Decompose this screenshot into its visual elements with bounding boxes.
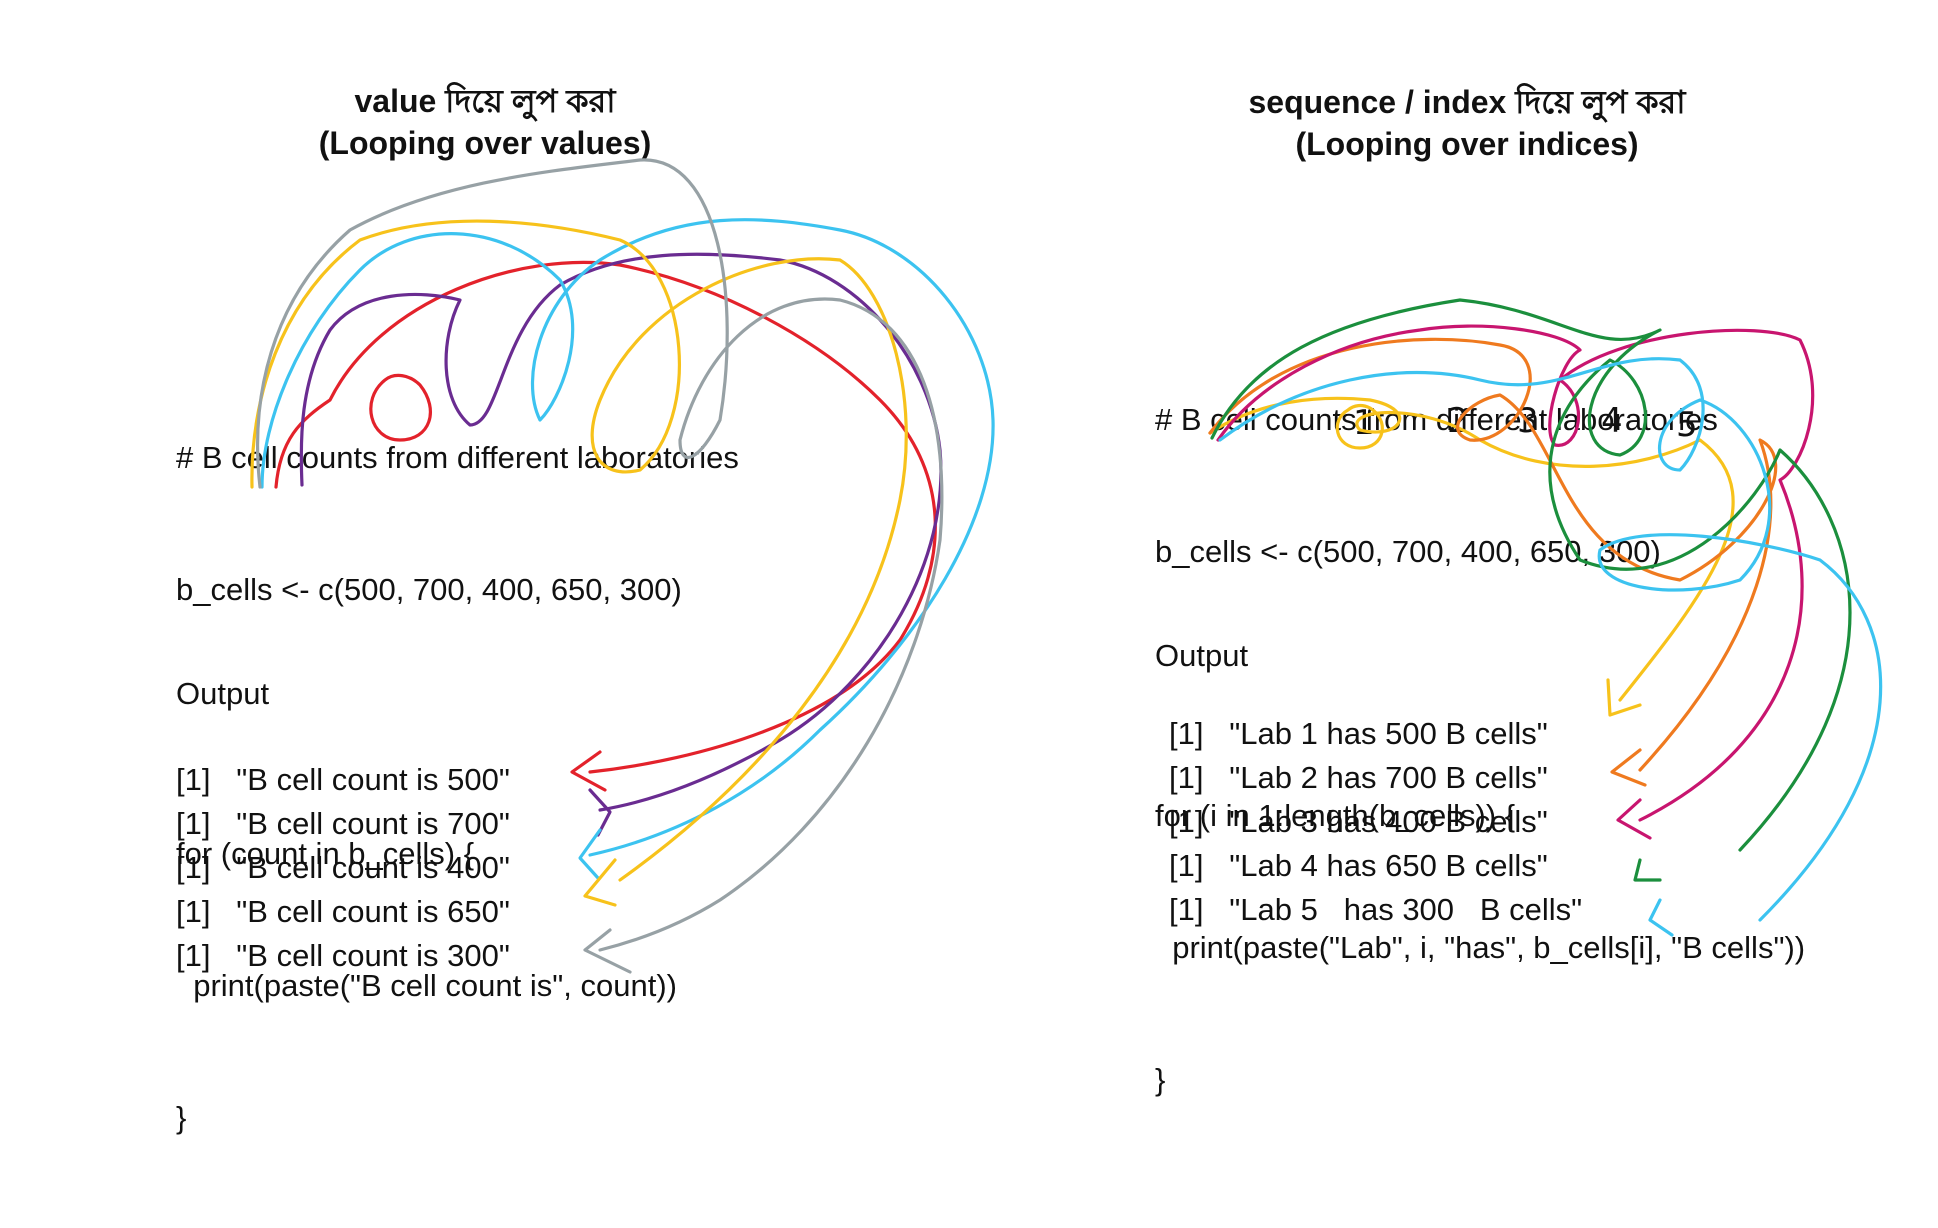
index-digit-1: 1 (1353, 403, 1375, 443)
right-output-line: [1] "Lab 5 has 300 B cells" (1169, 892, 1583, 927)
left-code-assign: b_cells <- c(500, 700, 400, 650, 300) (176, 572, 682, 607)
left-code-close: } (176, 1100, 187, 1135)
left-output-line: [1] "B cell count is 300" (176, 938, 510, 973)
right-code-print: print(paste("Lab", i, "has", b_cells[i],… (1155, 930, 1806, 965)
panel-looping-over-values: value দিয়ে লুপ করা (Looping over values… (0, 0, 969, 1135)
index-digit-2: 2 (1447, 401, 1469, 441)
right-code-blank (1155, 662, 1805, 706)
left-output-line: [1] "B cell count is 400" (176, 850, 510, 885)
right-title: sequence / index দিয়ে লুপ করা (Looping … (1212, 81, 1722, 165)
right-output-line: [1] "Lab 4 has 650 B cells" (1169, 848, 1548, 883)
panel-looping-over-indices: sequence / index দিয়ে লুপ করা (Looping … (969, 0, 1938, 1097)
right-code-comment: # B cell counts from different laborator… (1155, 402, 1718, 437)
left-title-line2: (Looping over values) (318, 125, 652, 161)
left-title-line1: value দিয়ে লুপ করা (354, 83, 616, 119)
left-output-line: [1] "B cell count is 650" (176, 894, 510, 929)
right-code-assign: b_cells <- c(500, 700, 400, 650, 300) (1155, 534, 1661, 569)
right-output-line: [1] "Lab 2 has 700 B cells" (1169, 760, 1548, 795)
right-code-close: } (1155, 1062, 1166, 1097)
index-digit-4: 4 (1601, 401, 1623, 441)
index-digit-3: 3 (1517, 401, 1539, 441)
right-title-line1: sequence / index দিয়ে লুপ করা (1248, 84, 1686, 120)
left-code-print: print(paste("B cell count is", count)) (176, 968, 677, 1003)
right-output-line: [1] "Lab 1 has 500 B cells" (1169, 716, 1548, 751)
right-output-line: [1] "Lab 3 has 400 B cells" (1169, 804, 1548, 839)
right-title-line2: (Looping over indices) (1295, 126, 1639, 162)
right-output-label: Output (1155, 638, 1249, 673)
left-output-line: [1] "B cell count is 700" (176, 806, 510, 841)
left-output-line: [1] "B cell count is 500" (176, 762, 510, 797)
left-output-label: Output (176, 676, 270, 711)
left-title: value দিয়ে লুপ করা (Looping over values… (305, 80, 665, 164)
index-digit-5: 5 (1676, 405, 1698, 445)
left-code-comment: # B cell counts from different laborator… (176, 440, 739, 475)
